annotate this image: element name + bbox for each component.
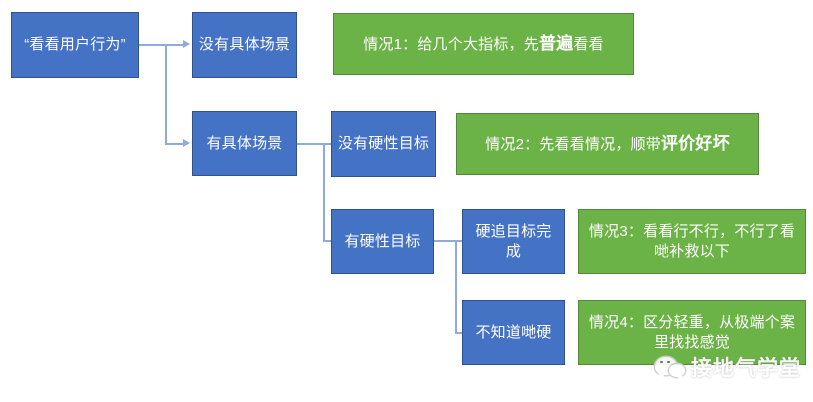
case4-line1: 情况4：区分轻重，从极端个 [588,313,780,331]
connector-to-no-hard-goal [323,143,338,145]
node-no-scene-label: 没有具体场景 [198,36,291,54]
connector-has-scene-vertical [323,143,325,241]
connector-root-out [139,44,166,46]
connector-has-hard-goal-vertical [455,240,457,333]
case-box-1[interactable]: 情况1：给几个大指标，先普遍看看 [333,13,634,75]
case-box-3-text: 情况3：看看行不行，不行了看哋补救以下 [584,222,800,262]
case-box-2[interactable]: 情况2：先看看情况，顺带评价好坏 [456,113,759,175]
connector-has-scene-out [297,143,324,145]
connector-root-vertical [165,44,167,144]
connector-to-no-scene [165,44,185,46]
case-box-3[interactable]: 情况3：看看行不行，不行了看哋补救以下 [578,209,806,274]
case1-bold: 普遍 [538,33,574,53]
connector-has-hard-goal-out [434,240,456,242]
node-unknown-hard-label: 不知道哋硬 [475,323,552,341]
connector-to-pursue-goal [455,240,467,242]
node-has-hard-goal[interactable]: 有硬性目标 [331,209,434,274]
arrowhead-has-scene [183,139,190,147]
case-box-2-text: 情况2：先看看情况，顺带评价好坏 [462,133,753,155]
case1-post: 看看 [573,35,604,53]
case-box-1-text: 情况1：给几个大指标，先普遍看看 [339,33,628,55]
node-unknown-hard[interactable]: 不知道哋硬 [462,300,565,365]
node-root-label: “看看用户行为” [24,36,126,54]
node-no-hard-goal-label: 没有硬性目标 [337,135,430,153]
node-pursue-goal-label: 硬追目标完成 [475,222,552,260]
node-root[interactable]: “看看用户行为” [11,12,139,78]
node-has-hard-goal-label: 有硬性目标 [344,232,421,250]
case1-pre: 情况1：给几个大指标，先 [363,35,539,53]
node-has-scene-label: 有具体场景 [206,134,283,152]
node-no-scene[interactable]: 没有具体场景 [192,12,297,78]
case-box-4-text: 情况4：区分轻重，从极端个案里找找感觉 [584,313,800,353]
connector-to-has-hard-goal [323,240,338,242]
node-pursue-goal[interactable]: 硬追目标完成 [462,209,565,274]
case3-line1: 情况3：看看行不行，不行了 [588,222,780,240]
arrowhead-no-scene [183,40,190,48]
case4-line2: 案里找找感觉 [653,313,796,351]
node-has-scene[interactable]: 有具体场景 [192,111,297,176]
case2-pre: 情况2：先看看情况，顺带 [485,135,661,153]
connector-to-unknown-hard [455,332,467,334]
connector-to-has-scene [165,143,185,145]
wechat-icon-bubble-small [669,363,685,381]
case-box-4[interactable]: 情况4：区分轻重，从极端个案里找找感觉 [578,300,806,365]
case2-bold: 评价好坏 [660,133,730,153]
node-no-hard-goal[interactable]: 没有硬性目标 [331,111,436,177]
case3-line2: 看哋补救以下 [653,222,796,260]
